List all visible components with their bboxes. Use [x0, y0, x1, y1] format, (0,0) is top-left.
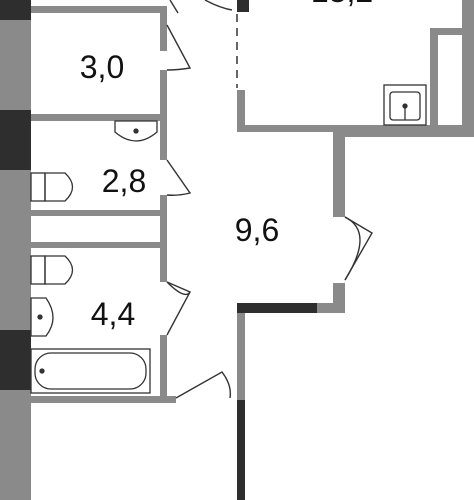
wall-right-edge — [462, 0, 474, 130]
exterior-wall-segment — [0, 0, 31, 500]
wall-bath-top — [31, 242, 166, 248]
dark-wall-entrance — [237, 400, 245, 500]
wall-living-bottom — [237, 125, 347, 132]
wall-bath-bottom — [31, 396, 176, 403]
door-swing-icon — [169, 0, 179, 14]
dark-wall-hall-bottom — [237, 303, 317, 313]
wall-wc-bottom — [31, 210, 166, 216]
wall-storage-wc — [31, 114, 166, 121]
exterior-wall-dark-segment — [0, 0, 31, 20]
wall-vertical-bath-lower — [160, 335, 167, 400]
wall-hall-right-lower — [333, 283, 345, 305]
door-swing-icon — [166, 281, 191, 296]
toilet-icon — [30, 255, 74, 285]
door-swing-icon — [175, 371, 232, 399]
area-label-living: 18,2 — [311, 0, 373, 9]
area-label-bath: 4,4 — [91, 296, 135, 332]
door-swing-icon — [166, 159, 192, 196]
wall-vertical-wc — [160, 120, 167, 160]
wall-storage-top — [31, 6, 166, 13]
wall-vertical-storage-lower — [160, 70, 167, 120]
wall-niche-top — [430, 28, 474, 35]
wall-living-bottom-right — [340, 125, 474, 137]
wall-living-left — [237, 90, 245, 130]
door-swing-icon — [166, 24, 192, 71]
door-swing-icon — [344, 216, 361, 281]
sink-icon — [30, 297, 54, 337]
toilet-icon — [30, 172, 74, 202]
doors — [166, 0, 373, 399]
wall-niche-left — [430, 28, 438, 130]
area-label-storage: 3,0 — [80, 49, 124, 85]
exterior-wall-dark-segment — [0, 330, 31, 390]
wall-vertical-wc-lower — [160, 195, 167, 250]
bathtub-icon — [30, 348, 151, 394]
area-label-wc: 2,8 — [102, 163, 146, 199]
door-swing-icon — [204, 0, 233, 11]
wall-vertical-bath — [160, 250, 167, 282]
exterior-wall-left — [0, 0, 31, 500]
area-label-hall: 9,6 — [235, 212, 279, 248]
dark-column — [237, 0, 249, 12]
exterior-wall-dark-segment — [0, 110, 31, 170]
sink-icon — [114, 120, 158, 142]
dark-wall-accents — [237, 0, 317, 500]
wall-hall-right — [333, 132, 345, 217]
sink-icon — [383, 84, 427, 126]
wall-vertical-storage — [160, 6, 167, 51]
door-swing-icon — [166, 281, 191, 336]
